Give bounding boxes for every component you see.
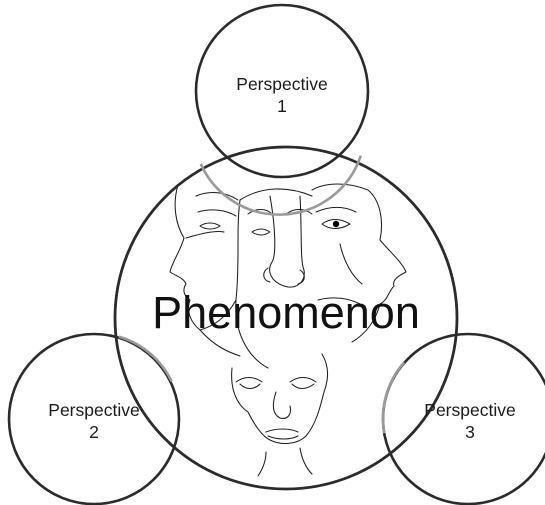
perspective-1-label-line1: Perspective <box>236 74 327 94</box>
overlap-arc-left <box>118 335 173 382</box>
overlap-arc-right <box>381 361 406 434</box>
line-drawing-faces-icon <box>169 183 407 477</box>
perspective-3-label-line2: 3 <box>465 422 475 442</box>
perspective-1-circle <box>194 3 370 179</box>
phenomenon-label: Phenomenon <box>152 287 420 338</box>
perspective-2-label-line1: Perspective <box>48 400 139 420</box>
perspective-2-label-line2: 2 <box>89 422 99 442</box>
overlap-arc-top <box>199 155 363 216</box>
perspective-2-circle <box>7 332 181 505</box>
perspective-1-label-line2: 1 <box>277 96 287 116</box>
phenomenon-circle <box>113 145 459 491</box>
perspective-3-label-line1: Perspective <box>424 400 515 420</box>
